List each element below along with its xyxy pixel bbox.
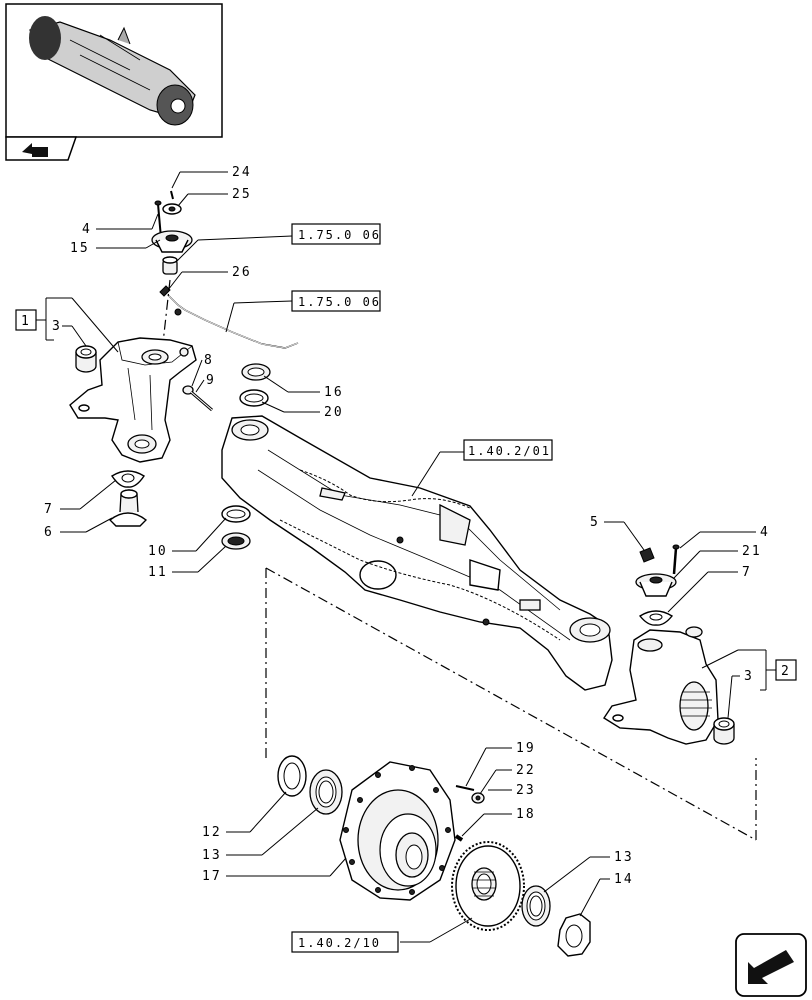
callout-21: 21 xyxy=(742,544,762,559)
assembly-bracket xyxy=(265,567,757,841)
bearing-13-right xyxy=(521,885,551,927)
svg-text:2: 2 xyxy=(781,664,791,679)
callout-labels: 24 25 4 15 26 3 8 9 16 20 7 6 10 11 5 4 … xyxy=(44,165,770,887)
callout-8: 8 xyxy=(204,353,214,368)
callout-7-left: 7 xyxy=(44,502,54,517)
svg-text:1.40.2/10: 1.40.2/10 xyxy=(298,936,381,950)
callout-3-left: 3 xyxy=(52,319,62,334)
seal-16-20 xyxy=(239,363,271,407)
callout-14: 14 xyxy=(614,872,634,887)
seal-10-11 xyxy=(221,505,251,550)
svg-text:1.75.0 06: 1.75.0 06 xyxy=(298,295,381,309)
bolt-4-right xyxy=(672,544,680,575)
pin-24 xyxy=(170,190,174,200)
ref-box-1-75-0-06-b[interactable]: 1.75.0 06 xyxy=(291,290,381,312)
callout-13-left: 13 xyxy=(202,848,222,863)
axle-housing xyxy=(221,415,613,691)
callout-20: 20 xyxy=(324,405,344,420)
ref-box-1-75-0-06-a[interactable]: 1.75.0 06 xyxy=(291,223,381,245)
washer-25 xyxy=(162,203,182,215)
svg-text:1.75.0 06: 1.75.0 06 xyxy=(298,228,381,242)
callout-22: 22 xyxy=(516,763,536,778)
axle-thumbnail xyxy=(5,3,223,138)
pin-19 xyxy=(455,785,475,791)
bushing-3-right xyxy=(713,717,735,745)
svg-text:1: 1 xyxy=(21,314,31,329)
cap-15 xyxy=(151,230,193,253)
callout-25: 25 xyxy=(232,187,252,202)
leader-lines xyxy=(36,171,776,943)
ref-box-1-40-2-10[interactable]: 1.40.2/10 xyxy=(291,931,399,953)
bearing-13-left xyxy=(309,769,343,815)
callout-6: 6 xyxy=(44,525,54,540)
cap-21 xyxy=(635,573,677,597)
group-box-2[interactable]: 2 xyxy=(775,659,797,681)
nut-14 xyxy=(557,913,591,957)
callout-11: 11 xyxy=(148,565,168,580)
callout-5: 5 xyxy=(590,515,600,530)
nut-22-23 xyxy=(471,792,485,804)
pin-18 xyxy=(454,834,464,842)
callout-19: 19 xyxy=(516,741,536,756)
bolt-8-9 xyxy=(182,385,213,412)
callout-9: 9 xyxy=(206,373,216,388)
ring-gear xyxy=(451,841,525,931)
callout-18: 18 xyxy=(516,807,536,822)
steering-knuckle-left xyxy=(69,337,197,463)
shim-7-right xyxy=(638,610,674,626)
callout-10: 10 xyxy=(148,544,168,559)
callout-17: 17 xyxy=(202,869,222,884)
fitting-26 xyxy=(159,285,171,297)
brake-pipe xyxy=(167,294,299,349)
svg-text:1.40.2/01: 1.40.2/01 xyxy=(468,444,551,458)
cap-6-left xyxy=(108,489,148,527)
callout-4-left: 4 xyxy=(82,222,92,237)
shim-7-left xyxy=(111,470,145,488)
next-page-arrow-icon[interactable] xyxy=(735,933,807,997)
callout-13-right: 13 xyxy=(614,850,634,865)
bushing-upper xyxy=(162,256,178,275)
callout-23: 23 xyxy=(516,783,536,798)
callout-7-right: 7 xyxy=(742,565,752,580)
back-arrow-icon[interactable] xyxy=(5,136,78,161)
steering-knuckle-right xyxy=(603,626,719,745)
fitting-5 xyxy=(639,547,655,563)
callout-3-right: 3 xyxy=(744,669,754,684)
ref-box-1-40-2-01[interactable]: 1.40.2/01 xyxy=(463,439,553,461)
callout-12: 12 xyxy=(202,825,222,840)
callout-4-right: 4 xyxy=(760,525,770,540)
callout-26: 26 xyxy=(232,265,252,280)
group-box-1[interactable]: 1 xyxy=(15,309,37,331)
callout-15: 15 xyxy=(70,241,90,256)
wheel-hub-17 xyxy=(339,761,456,901)
callout-24: 24 xyxy=(232,165,252,180)
seal-12 xyxy=(277,755,307,797)
bushing-3-left xyxy=(75,345,97,373)
callout-16: 16 xyxy=(324,385,344,400)
